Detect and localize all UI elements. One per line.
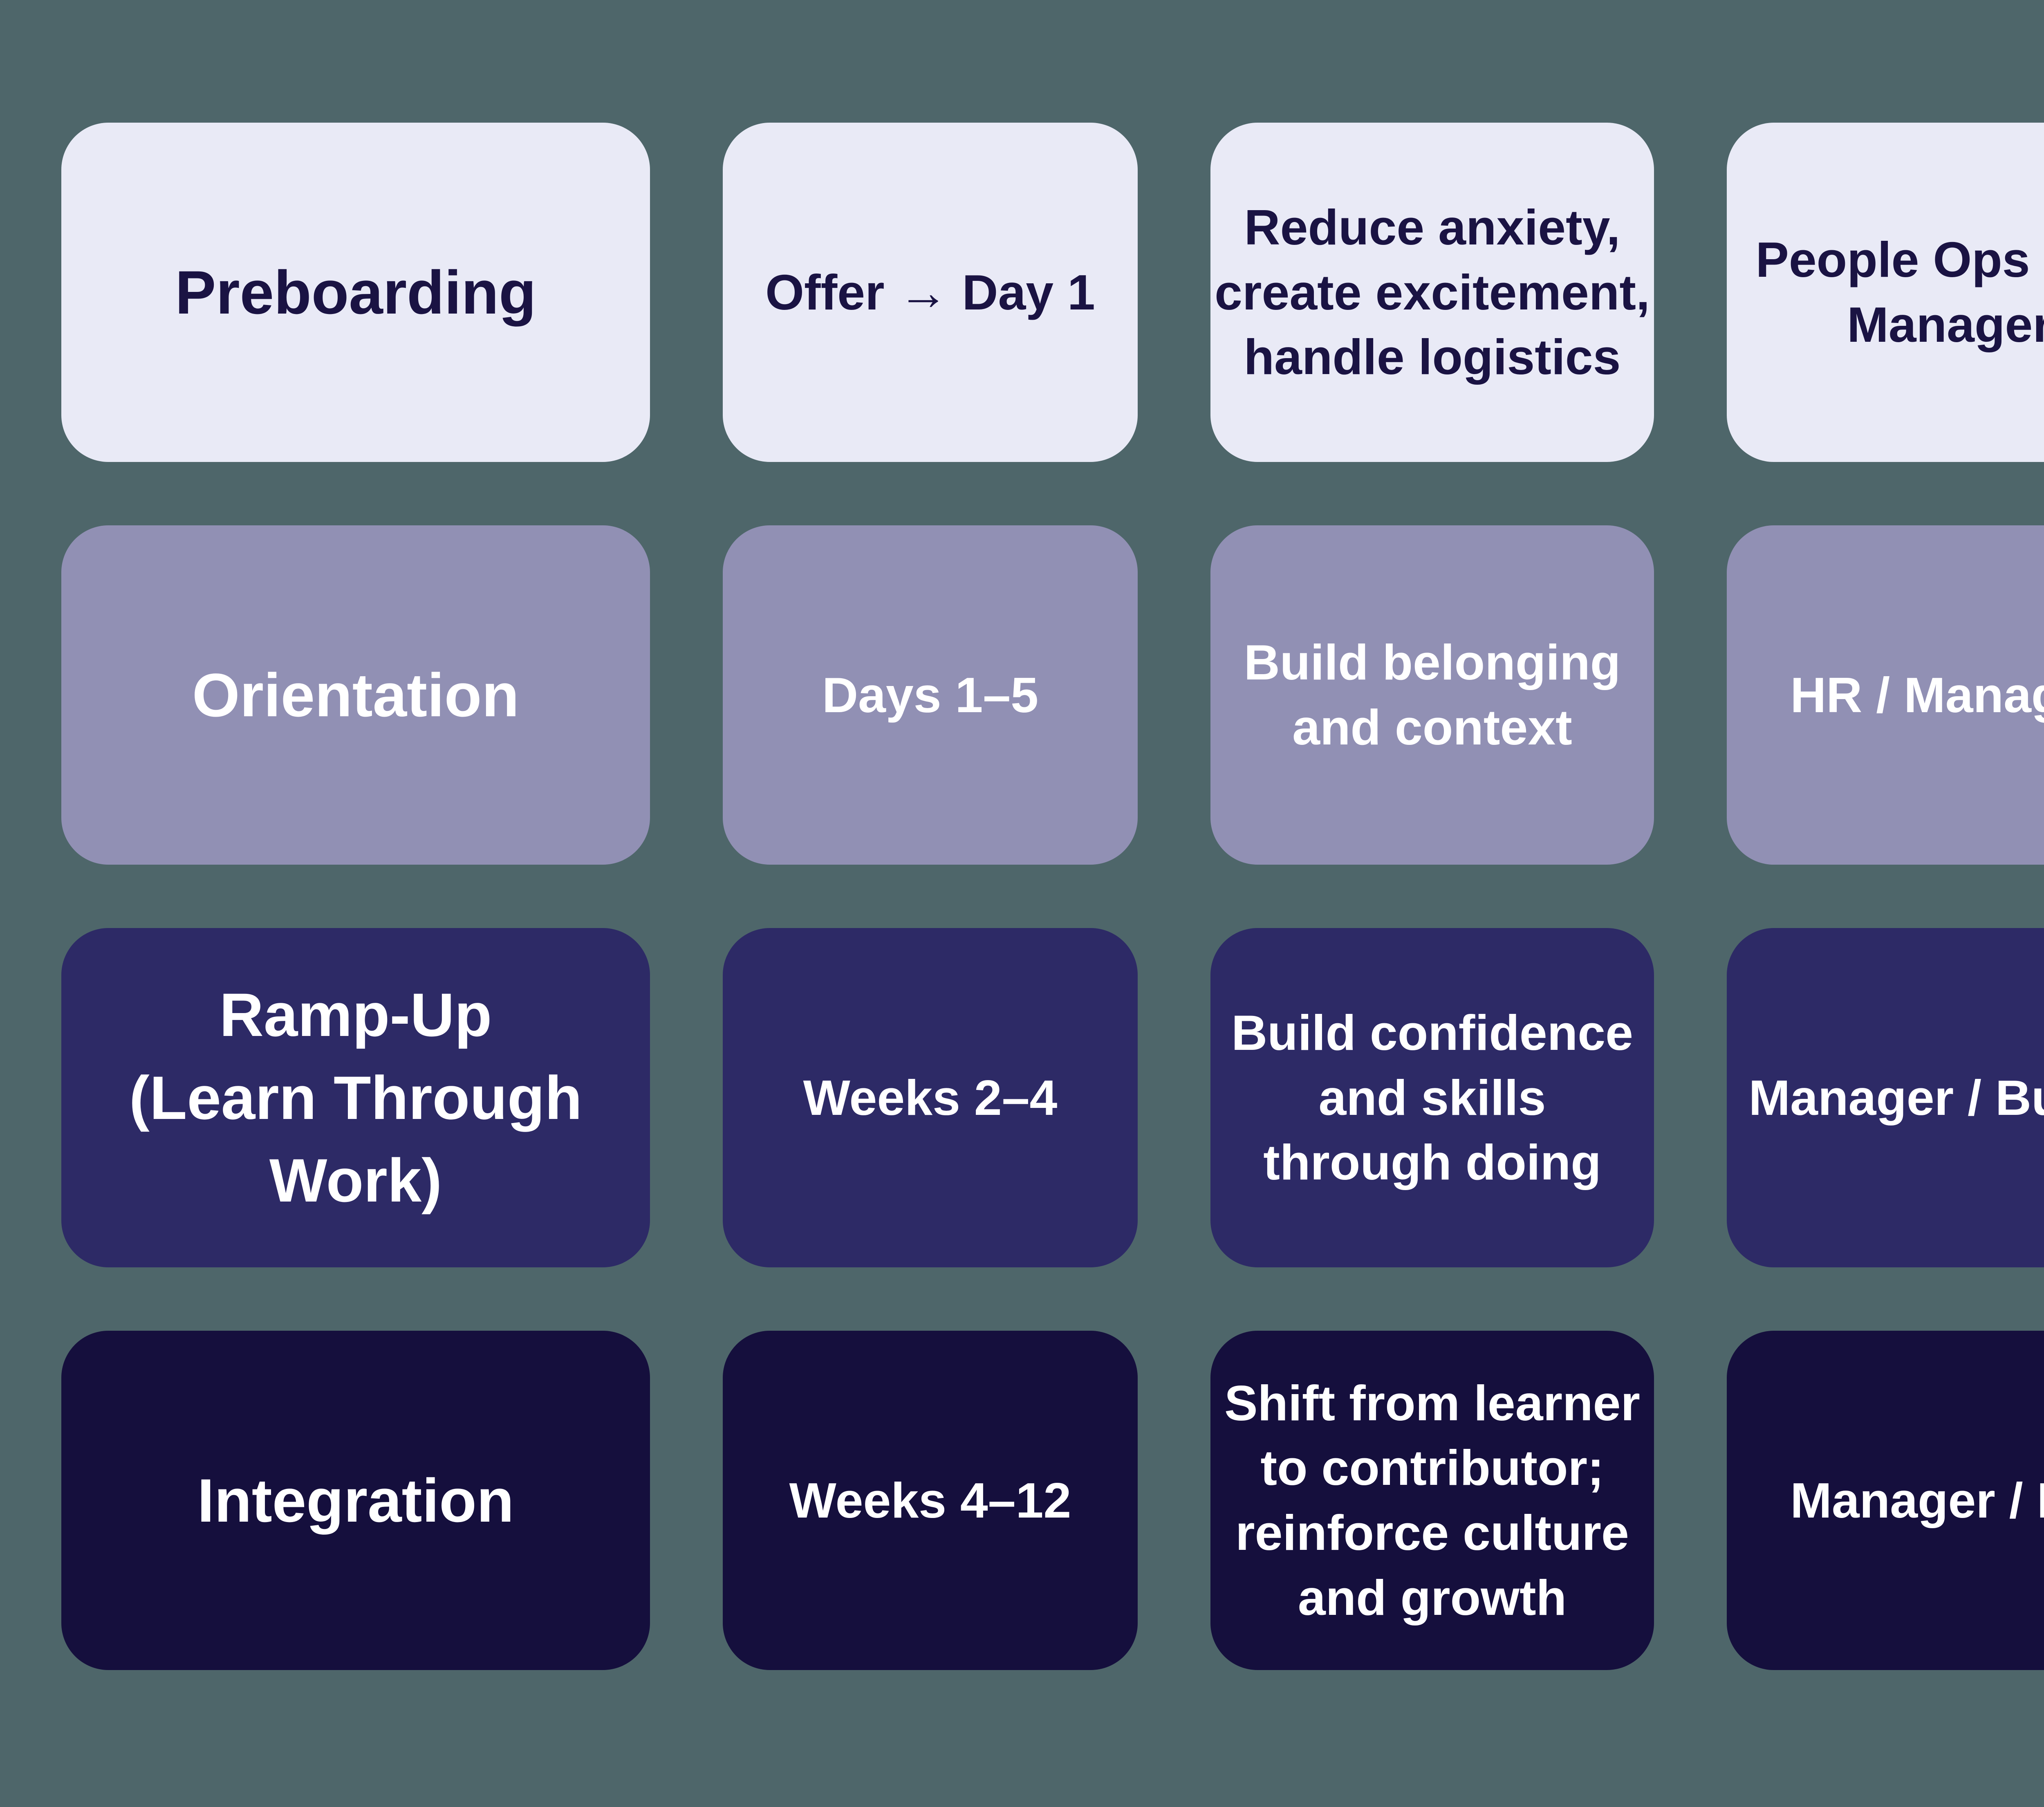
cell-orientation-owners: HR / Manager (1727, 525, 2044, 865)
cell-integration-owners: Manager / HR (1727, 1331, 2044, 1670)
cell-preboarding-goal: Reduce anxiety, create excitement, handl… (1210, 123, 1654, 462)
cell-orientation-stage: Orientation (61, 525, 650, 865)
cell-integration-timeline: Weeks 4–12 (723, 1331, 1138, 1670)
cell-orientation-timeline: Days 1–5 (723, 525, 1138, 865)
cell-integration-goal: Shift from learner to contributor; reinf… (1210, 1331, 1654, 1670)
cell-integration-stage: Integration (61, 1331, 650, 1670)
cell-orientation-goal: Build belonging and context (1210, 525, 1654, 865)
cell-ramp-up-goal: Build confidence and skills through doin… (1210, 928, 1654, 1267)
cell-ramp-up-timeline: Weeks 2–4 (723, 928, 1138, 1267)
cell-preboarding-timeline: Offer → Day 1 (723, 123, 1138, 462)
cell-ramp-up-owners: Manager / Buddy (1727, 928, 2044, 1267)
cell-preboarding-owners: People Ops / IT / Manager (1727, 123, 2044, 462)
cell-ramp-up-stage: Ramp-Up (Learn Through Work) (61, 928, 650, 1267)
cell-preboarding-stage: Preboarding (61, 123, 650, 462)
